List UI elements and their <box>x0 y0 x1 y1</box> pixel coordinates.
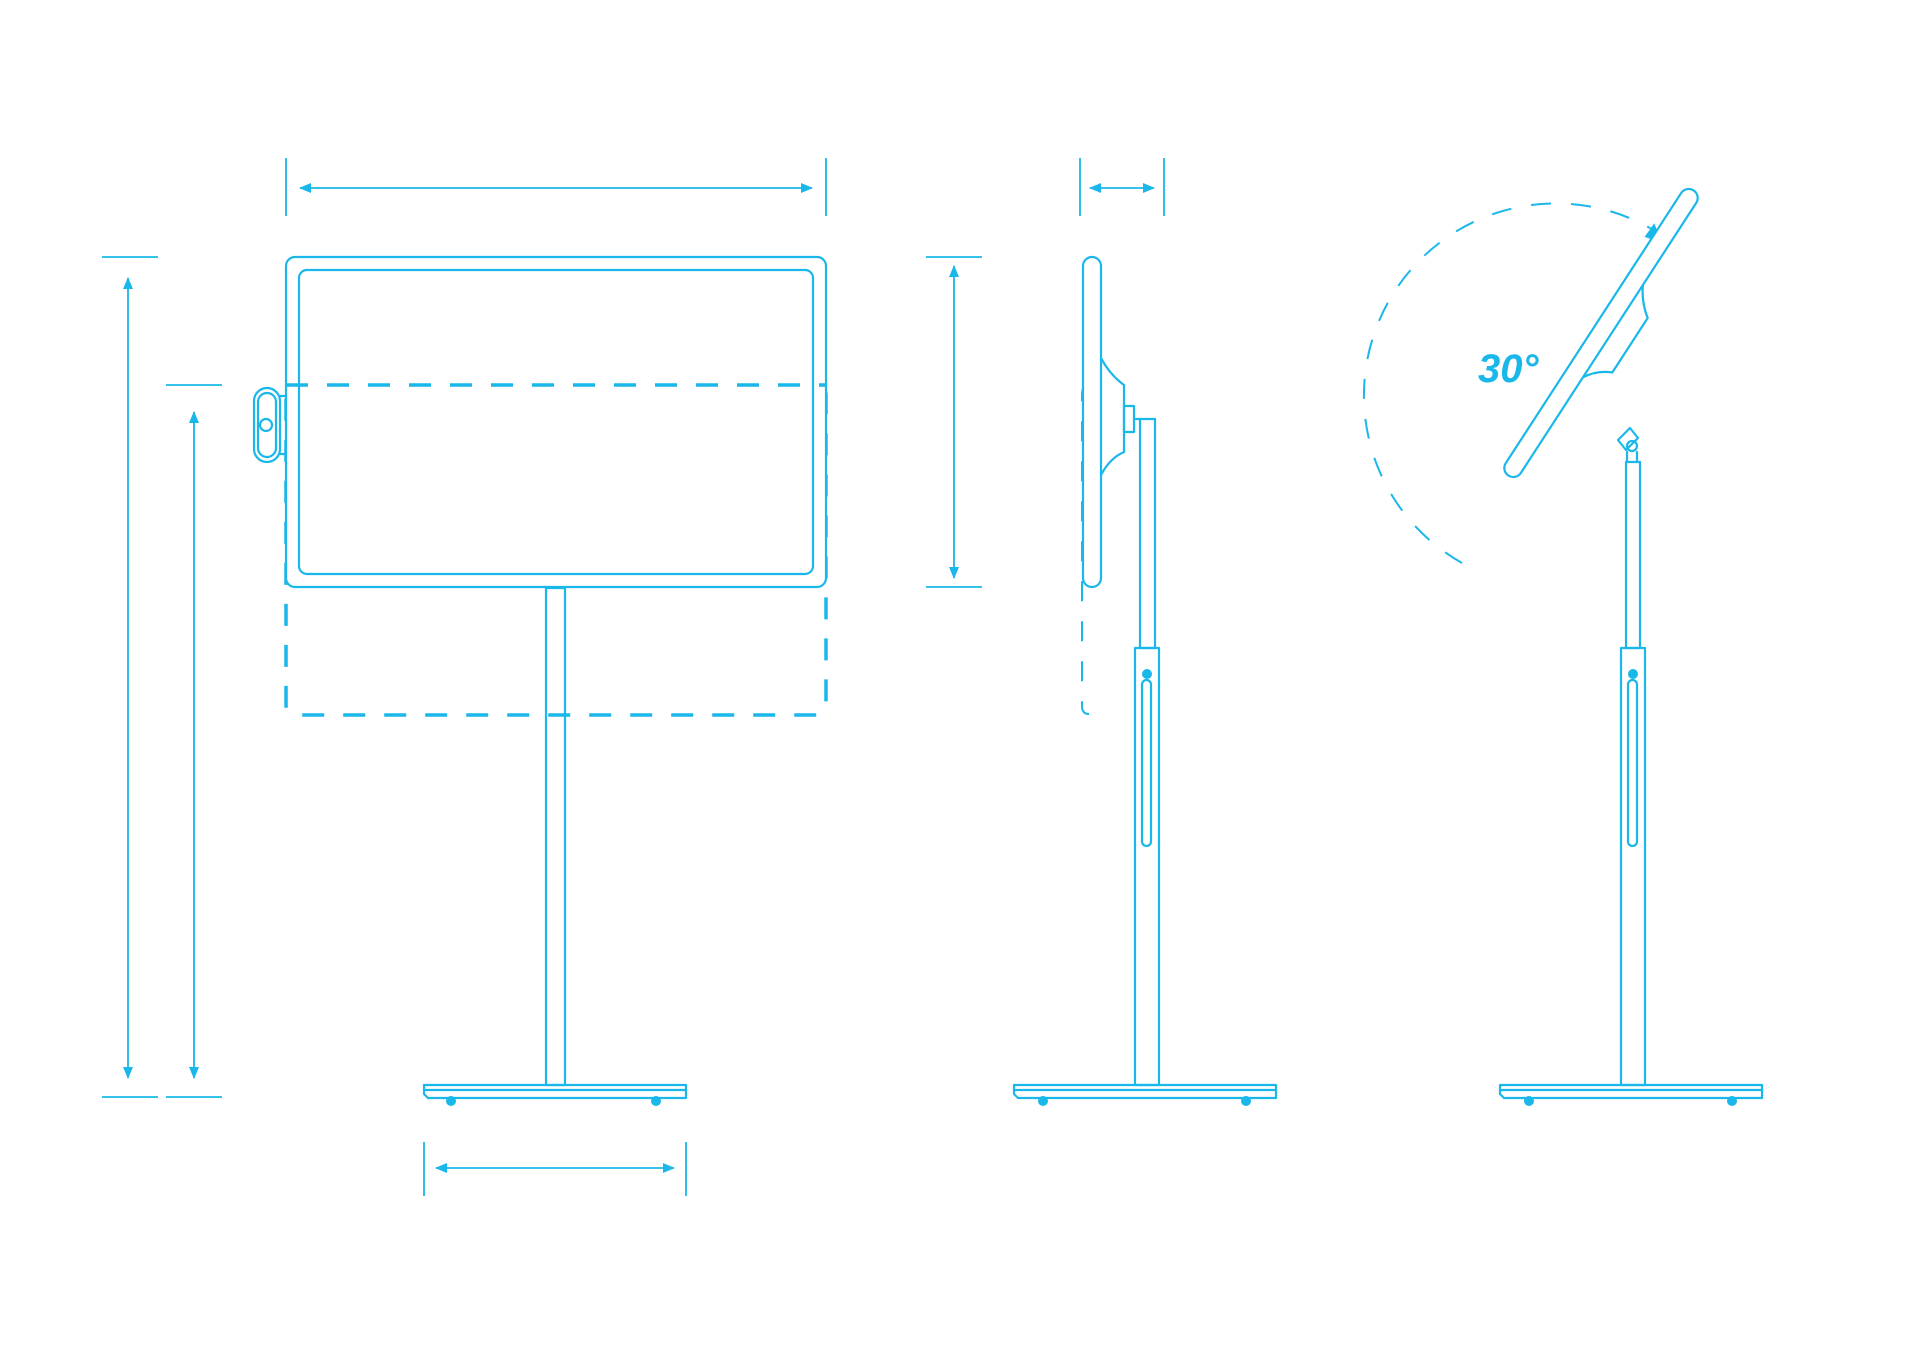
screen-front <box>284 255 828 589</box>
side-base <box>1012 1083 1278 1106</box>
tilt-joint <box>1616 426 1640 464</box>
depth-dimension <box>1079 158 1165 216</box>
base-width-dimension <box>423 1142 687 1196</box>
screen-tilted <box>1503 187 1699 479</box>
front-pole <box>544 586 567 1087</box>
screen-side <box>1081 255 1142 589</box>
tilted-view: 30° <box>1362 187 1764 1106</box>
total-height-dimension <box>102 256 158 1098</box>
tilted-base <box>1498 1083 1764 1106</box>
side-view <box>1012 158 1278 1106</box>
screen-height-dimension <box>926 256 982 588</box>
tilted-lower-pole <box>1619 646 1647 1087</box>
tilted-upper-pole <box>1624 460 1642 650</box>
tilt-angle-label: 30° <box>1478 347 1539 391</box>
side-lower-pole <box>1133 646 1161 1087</box>
screen-width-dimension <box>285 158 827 216</box>
front-base <box>422 1083 688 1106</box>
rotation-arc <box>1362 202 1651 564</box>
side-upper-pole <box>1138 417 1157 650</box>
lowered-height-dimension <box>166 384 222 1098</box>
front-view <box>102 158 982 1196</box>
side-camera-module <box>252 386 288 464</box>
